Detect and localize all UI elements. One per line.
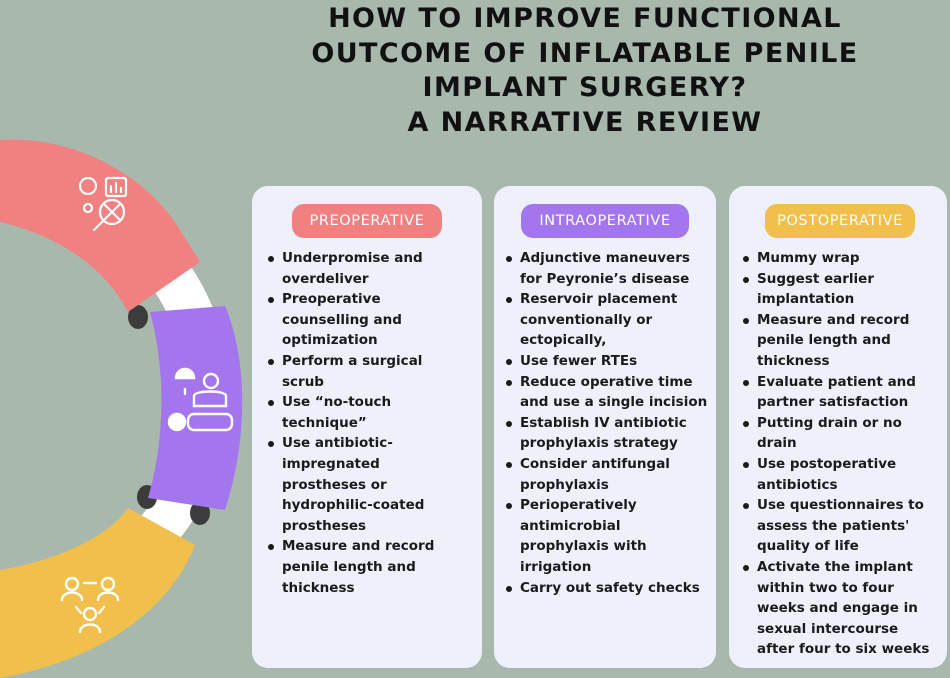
intraoperative-card: INTRAOPERATIVE Adjunctive maneuvers for … [494, 186, 716, 668]
title-line: HOW TO IMPROVE FUNCTIONAL [328, 3, 842, 34]
list-item: Adjunctive maneuvers for Peyronie’s dise… [504, 248, 716, 289]
list-item: Consider antifungal prophylaxis [504, 454, 716, 495]
list-item: Use fewer RTEs [504, 351, 716, 372]
analysis-icon [78, 176, 128, 232]
group-icon [60, 576, 120, 634]
list-item: Perioperatively antimicrobial prophylaxi… [504, 495, 716, 577]
postoperative-card: POSTOPERATIVE Mummy wrap Suggest earlier… [729, 186, 947, 668]
list-item: Reduce operative time and use a single i… [504, 372, 716, 413]
list-item: Measure and record penile length and thi… [266, 536, 478, 598]
preoperative-list: Underpromise and overdeliver Preoperativ… [266, 248, 478, 598]
intraoperative-label: INTRAOPERATIVE [521, 204, 689, 238]
preoperative-card: PREOPERATIVE Underpromise and overdelive… [252, 186, 482, 668]
list-item: Use questionnaires to assess the patient… [741, 495, 947, 557]
list-item: Measure and record penile length and thi… [741, 310, 947, 372]
preoperative-segment [0, 139, 200, 312]
title-line: IMPLANT SURGERY? [422, 72, 748, 103]
surgeon-icon [167, 367, 234, 432]
list-item: Use postoperative antibiotics [741, 454, 947, 495]
list-item: Perform a surgical scrub [266, 351, 478, 392]
postoperative-segment [0, 508, 195, 678]
list-item: Mummy wrap [741, 248, 947, 269]
intraoperative-segment [148, 306, 243, 510]
list-item: Carry out safety checks [504, 578, 716, 599]
intraoperative-list: Adjunctive maneuvers for Peyronie’s dise… [504, 248, 716, 598]
title-line: A NARRATIVE REVIEW [407, 106, 763, 138]
list-item: Putting drain or no drain [741, 413, 947, 454]
ring-nub [190, 501, 210, 525]
list-item: Establish IV antibiotic prophylaxis stra… [504, 413, 716, 454]
list-item: Evaluate patient and partner satisfactio… [741, 372, 947, 413]
title-line: OUTCOME OF INFLATABLE PENILE [311, 37, 859, 69]
list-item: Preoperative counselling and optimizatio… [266, 289, 478, 351]
postoperative-list: Mummy wrap Suggest earlier implantation … [741, 248, 947, 660]
list-item: Activate the implant within two to four … [741, 557, 947, 660]
list-item: Underpromise and overdeliver [266, 248, 478, 289]
list-item: Use “no-touch technique” [266, 392, 478, 433]
list-item: Suggest earlier implantation [741, 269, 947, 310]
ring-nub [128, 305, 148, 329]
preoperative-label: PREOPERATIVE [292, 204, 442, 238]
page-title: HOW TO IMPROVE FUNCTIONAL OUTCOME OF INF… [250, 2, 920, 140]
stage-ring [0, 139, 243, 678]
list-item: Reservoir placement conventionally or ec… [504, 289, 716, 351]
list-item: Use antibiotic- impregnated prostheses o… [266, 433, 478, 536]
postoperative-label: POSTOPERATIVE [765, 204, 915, 238]
